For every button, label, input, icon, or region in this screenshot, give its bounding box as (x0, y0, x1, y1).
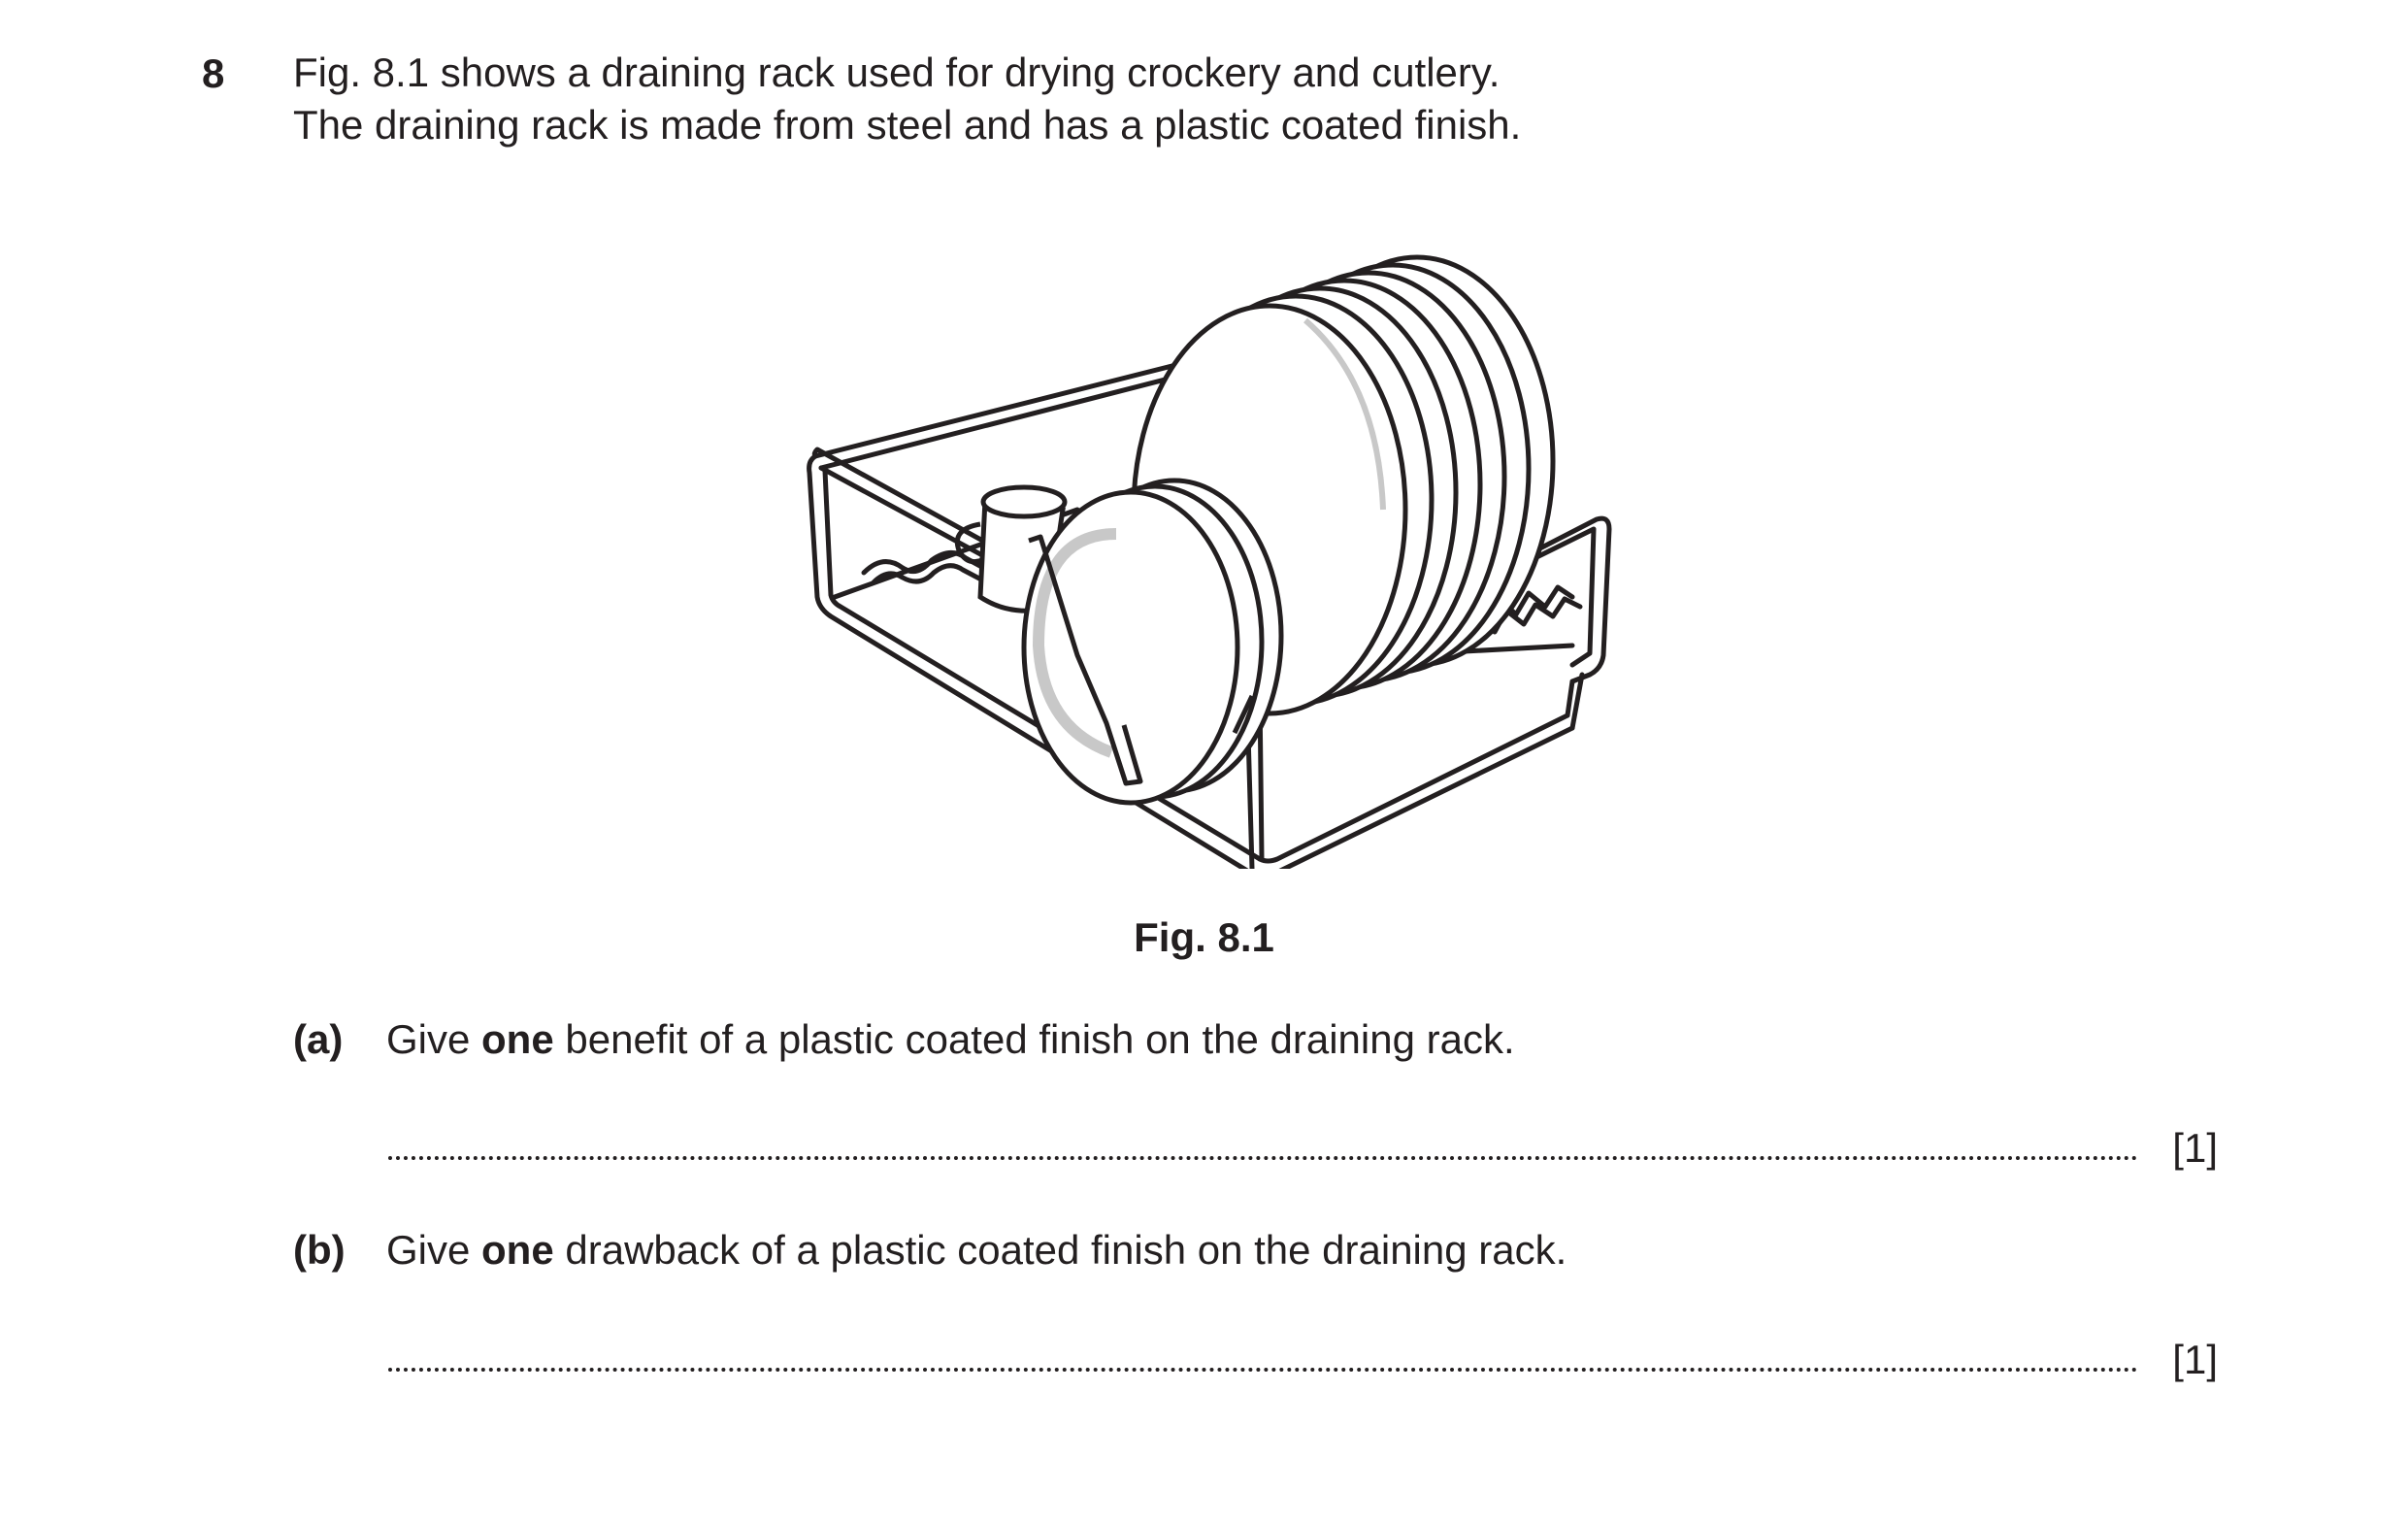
rack-left-frame (807, 453, 1255, 877)
draining-rack-figure (796, 189, 1631, 879)
part-a-answer-line[interactable]: [1] (388, 1123, 2218, 1174)
part-b-answer-line[interactable]: [1] (388, 1335, 2218, 1385)
part-a-text-after: benefit of a plastic coated finish on th… (553, 1016, 1515, 1062)
question-number: 8 (202, 50, 225, 96)
part-a-question: (a) Give one benefit of a plastic coated … (293, 1014, 1515, 1065)
intro-line-2: The draining rack is made from steel and… (293, 102, 1522, 148)
draining-rack-illustration (807, 254, 1612, 879)
part-a-label: (a) (293, 1016, 344, 1062)
intro-line-1: Fig. 8.1 shows a draining rack used for … (293, 50, 1501, 95)
part-b-text-before: Give (386, 1227, 482, 1273)
question-intro: Fig. 8.1 shows a draining rack used for … (293, 47, 1521, 151)
part-a-marks: [1] (2172, 1125, 2218, 1171)
plate-front-1 (1021, 489, 1240, 806)
part-b-question: (b) Give one drawback of a plastic coated… (293, 1225, 1567, 1276)
part-b-marks: [1] (2172, 1337, 2218, 1382)
part-a-dotted-line[interactable] (388, 1156, 2138, 1160)
part-b-text-after: drawback of a plastic coated finish on t… (553, 1227, 1567, 1273)
part-b-emphasis: one (481, 1227, 554, 1273)
part-a-text-before: Give (386, 1016, 482, 1062)
part-b-label: (b) (293, 1227, 346, 1273)
rack-back-rim (812, 351, 1221, 459)
part-b-dotted-line[interactable] (388, 1368, 2138, 1372)
part-a-emphasis: one (481, 1016, 554, 1062)
figure-caption: Fig. 8.1 (1134, 914, 1274, 960)
